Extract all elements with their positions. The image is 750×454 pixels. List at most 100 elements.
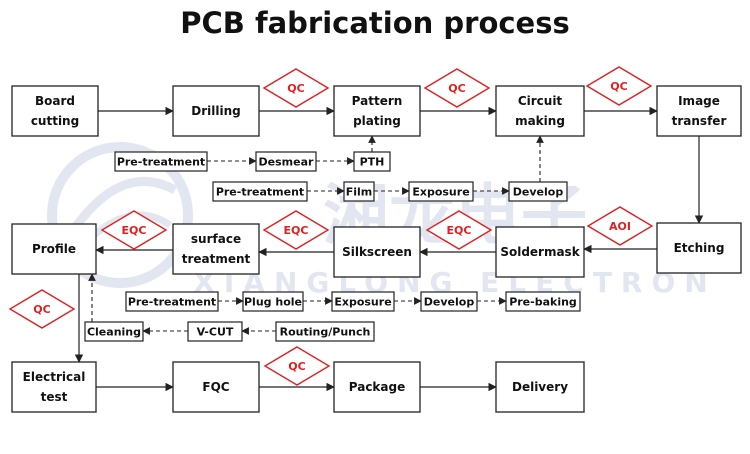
step-box — [333, 226, 421, 278]
step-label: Delivery — [512, 380, 568, 394]
substep-plug-hole: Plug hole — [242, 291, 304, 312]
step-label: Package — [349, 380, 406, 394]
substep-label: Develop — [424, 296, 475, 309]
step-image-transfer: Image transfer — [656, 85, 742, 137]
substep-v-cut: V-CUT — [187, 321, 243, 342]
substep-box — [275, 321, 375, 342]
substep-plug-develop: Develop — [420, 291, 478, 312]
check-diamond — [263, 346, 331, 386]
step-board-cutting: Board cutting — [11, 85, 99, 137]
step-label: Image — [678, 94, 720, 108]
substep-label: Pre-baking — [509, 296, 577, 309]
substep-label: Desmear — [259, 156, 314, 169]
step-label: Etching — [674, 241, 725, 255]
substep-box — [255, 151, 317, 172]
substep-pth-pretreatment: Pre-treatment — [114, 151, 208, 172]
step-label: Circuit — [518, 94, 563, 108]
substep-box — [505, 291, 581, 312]
step-box — [495, 85, 585, 137]
substep-box — [212, 181, 308, 202]
substep-label: V-CUT — [197, 326, 234, 339]
step-electrical-test: Electrical test — [11, 361, 97, 413]
substep-box — [408, 181, 474, 202]
step-soldermask: Soldermask — [495, 226, 585, 278]
substep-box — [187, 321, 243, 342]
step-label: Electrical — [23, 370, 86, 384]
substep-box — [508, 181, 568, 202]
step-label: FQC — [202, 380, 229, 394]
step-label: plating — [353, 114, 401, 128]
check-eqc-soldermask: EQC — [425, 210, 493, 250]
step-box — [656, 222, 742, 274]
substep-label: Plug hole — [244, 296, 302, 309]
check-qc-fqc: QC — [263, 346, 331, 386]
check-label: EQC — [122, 224, 147, 237]
substep-box — [242, 291, 304, 312]
substep-label: Pre-treatment — [216, 186, 304, 199]
step-label: Board — [35, 94, 75, 108]
check-diamond — [8, 289, 76, 329]
substep-label: PTH — [360, 156, 385, 169]
check-label: QC — [33, 303, 50, 316]
substep-pre-baking: Pre-baking — [505, 291, 581, 312]
substep-label: Film — [346, 186, 373, 199]
substep-label: Cleaning — [87, 326, 141, 339]
nodes-layer: Board cutting Drilling Pattern plating Circui… — [11, 85, 742, 413]
substep-label: Exposure — [412, 186, 469, 199]
substep-box — [420, 291, 478, 312]
substep-box — [353, 151, 391, 172]
substep-label: Pre-treatment — [128, 296, 216, 309]
substep-box — [331, 291, 395, 312]
step-label: treatment — [182, 252, 251, 266]
step-etching: Etching — [656, 222, 742, 274]
check-label: AOI — [609, 220, 631, 233]
check-diamond — [100, 210, 168, 250]
substep-film: Film — [343, 181, 375, 202]
check-diamond — [262, 68, 330, 108]
substep-box — [84, 321, 144, 342]
check-diamond — [423, 68, 491, 108]
step-package: Package — [333, 361, 421, 413]
step-silkscreen: Silkscreen — [333, 226, 421, 278]
check-diamond — [262, 210, 330, 250]
step-box — [11, 361, 97, 413]
step-box — [172, 361, 260, 413]
step-box — [495, 226, 585, 278]
check-label: EQC — [447, 224, 472, 237]
check-diamond — [586, 206, 654, 246]
diagram-title: PCB fabrication process — [180, 6, 570, 40]
substep-film-develop: Develop — [508, 181, 568, 202]
check-qc-plating: QC — [423, 68, 491, 108]
substep-routing-punch: Routing/Punch — [275, 321, 375, 342]
check-label: QC — [287, 82, 304, 95]
step-label: cutting — [31, 114, 79, 128]
step-box — [11, 85, 99, 137]
substep-plug-exposure: Exposure — [331, 291, 395, 312]
step-label: Pattern — [352, 94, 403, 108]
check-qc-drilling: QC — [262, 68, 330, 108]
check-eqc-silkscreen: EQC — [262, 210, 330, 250]
step-label: Profile — [32, 242, 76, 256]
step-label: transfer — [672, 114, 727, 128]
step-drilling: Drilling — [172, 85, 260, 137]
substep-desmear: Desmear — [255, 151, 317, 172]
check-eqc-surface: EQC — [100, 210, 168, 250]
substep-cleaning: Cleaning — [84, 321, 144, 342]
check-diamond — [585, 66, 653, 106]
substep-film-exposure: Exposure — [408, 181, 474, 202]
step-label: Drilling — [191, 104, 240, 118]
edges-layer — [74, 106, 704, 392]
checks-layer: QC QC QC AOI EQC EQC EQC QC QC — [8, 66, 654, 386]
check-aoi-etching: AOI — [586, 206, 654, 246]
substep-box — [343, 181, 375, 202]
check-diamond — [425, 210, 493, 250]
check-qc-profile: QC — [8, 289, 76, 329]
step-delivery: Delivery — [495, 361, 585, 413]
step-label: test — [41, 390, 68, 404]
step-box — [172, 223, 260, 275]
substep-box — [114, 151, 208, 172]
check-qc-circuit: QC — [585, 66, 653, 106]
substep-label: Routing/Punch — [280, 326, 371, 339]
